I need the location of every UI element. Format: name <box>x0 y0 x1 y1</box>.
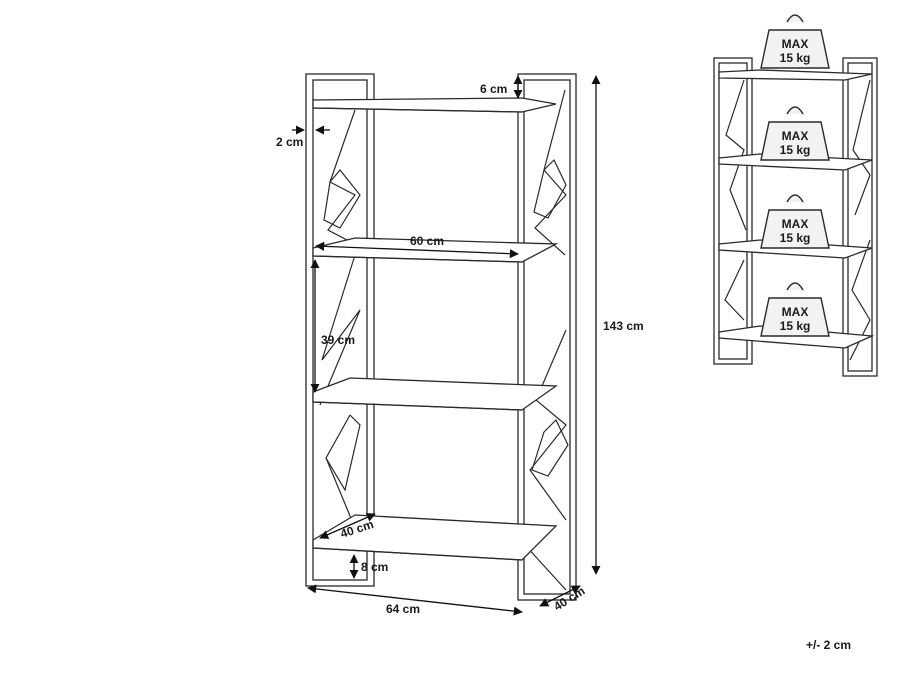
weight-max-label: MAX <box>782 217 809 231</box>
weight-4: MAX 15 kg <box>760 282 830 337</box>
left-side-frame <box>305 73 375 587</box>
right-side-frame <box>517 73 577 601</box>
weight-max-label: MAX <box>782 305 809 319</box>
dimension-lines <box>292 75 601 616</box>
weight-kg-label: 15 kg <box>780 231 811 245</box>
weight-max-label: MAX <box>782 37 809 51</box>
weight-kg-label: 15 kg <box>780 51 811 65</box>
weight-kg-label: 15 kg <box>780 319 811 333</box>
dim-frame-thickness: 2 cm <box>276 135 303 149</box>
shelf-1 <box>312 97 557 113</box>
dim-bottom-clearance: 8 cm <box>361 560 388 574</box>
weight-kg-label: 15 kg <box>780 143 811 157</box>
main-shelf-drawing: 6 cm 2 cm 60 cm 39 cm 143 cm 40 cm 8 cm … <box>276 73 644 616</box>
weight-max-label: MAX <box>782 129 809 143</box>
dim-total-width: 64 cm <box>386 602 420 616</box>
dim-shelf-spacing: 39 cm <box>321 333 355 347</box>
weight-1: MAX 15 kg <box>760 14 830 69</box>
tolerance-note: +/- 2 cm <box>806 638 851 652</box>
dim-top-gap: 6 cm <box>480 82 507 96</box>
load-capacity-drawing: MAX 15 kg MAX 15 kg MAX 15 kg MAX 15 kg <box>713 14 878 377</box>
shelf-3 <box>312 377 558 411</box>
weight-2: MAX 15 kg <box>760 106 830 161</box>
dim-total-height: 143 cm <box>603 319 644 333</box>
weight-3: MAX 15 kg <box>760 194 830 249</box>
dim-inner-width: 60 cm <box>410 234 444 248</box>
